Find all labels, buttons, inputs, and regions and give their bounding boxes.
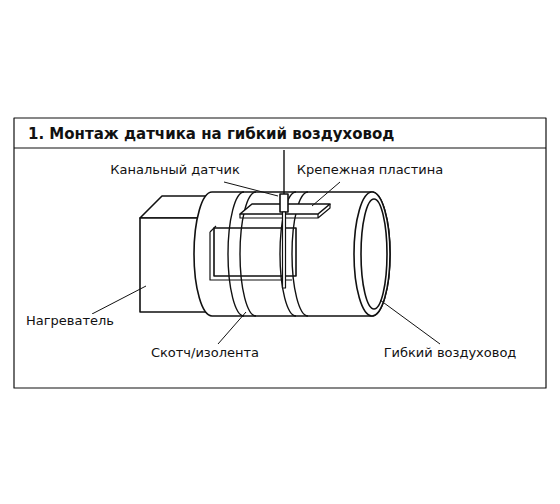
leader-lines <box>92 182 440 344</box>
frame <box>14 118 546 388</box>
part-label: Гибкий воздуховод <box>382 346 519 361</box>
part-label: Канальный датчик <box>108 163 242 178</box>
flexible-duct <box>194 192 390 316</box>
title-rule <box>14 147 546 148</box>
part-label: Крепежная пластина <box>295 163 446 178</box>
duct-sensor <box>280 150 288 288</box>
diagram-title: 1. Монтаж датчика на гибкий воздуховод <box>26 126 396 143</box>
part-label: Нагреватель <box>24 314 116 329</box>
part-label: Скотч/изолента <box>149 346 261 361</box>
